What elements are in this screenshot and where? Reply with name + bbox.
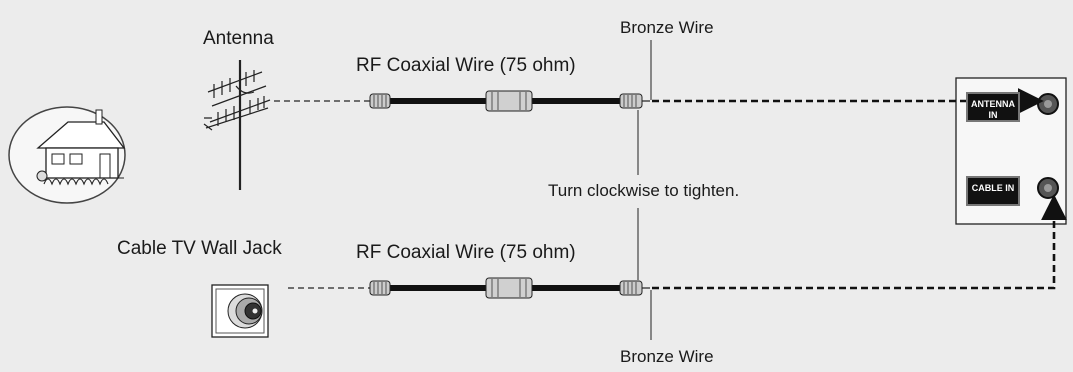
- rf-wire-top-label: RF Coaxial Wire (75 ohm): [356, 55, 576, 76]
- top-coax-cable: [369, 90, 650, 112]
- house-icon: [8, 106, 126, 204]
- wall-jack-icon: [211, 284, 269, 338]
- antenna-label: Antenna: [203, 28, 274, 49]
- bronze-wire-bottom-label: Bronze Wire: [620, 347, 714, 366]
- cable-to-tv-line: [652, 194, 1067, 290]
- antenna-icon: [203, 60, 271, 190]
- antenna-in-port-label: ANTENNA IN: [966, 92, 1020, 122]
- bottom-coax-cable: [369, 277, 650, 299]
- cable-in-port-label: CABLE IN: [966, 176, 1020, 206]
- turn-clockwise-label: Turn clockwise to tighten.: [548, 181, 740, 200]
- bronze-wire-top-label: Bronze Wire: [620, 18, 714, 37]
- cable-wall-jack-label: Cable TV Wall Jack: [117, 238, 282, 259]
- rf-wire-bottom-label: RF Coaxial Wire (75 ohm): [356, 242, 576, 263]
